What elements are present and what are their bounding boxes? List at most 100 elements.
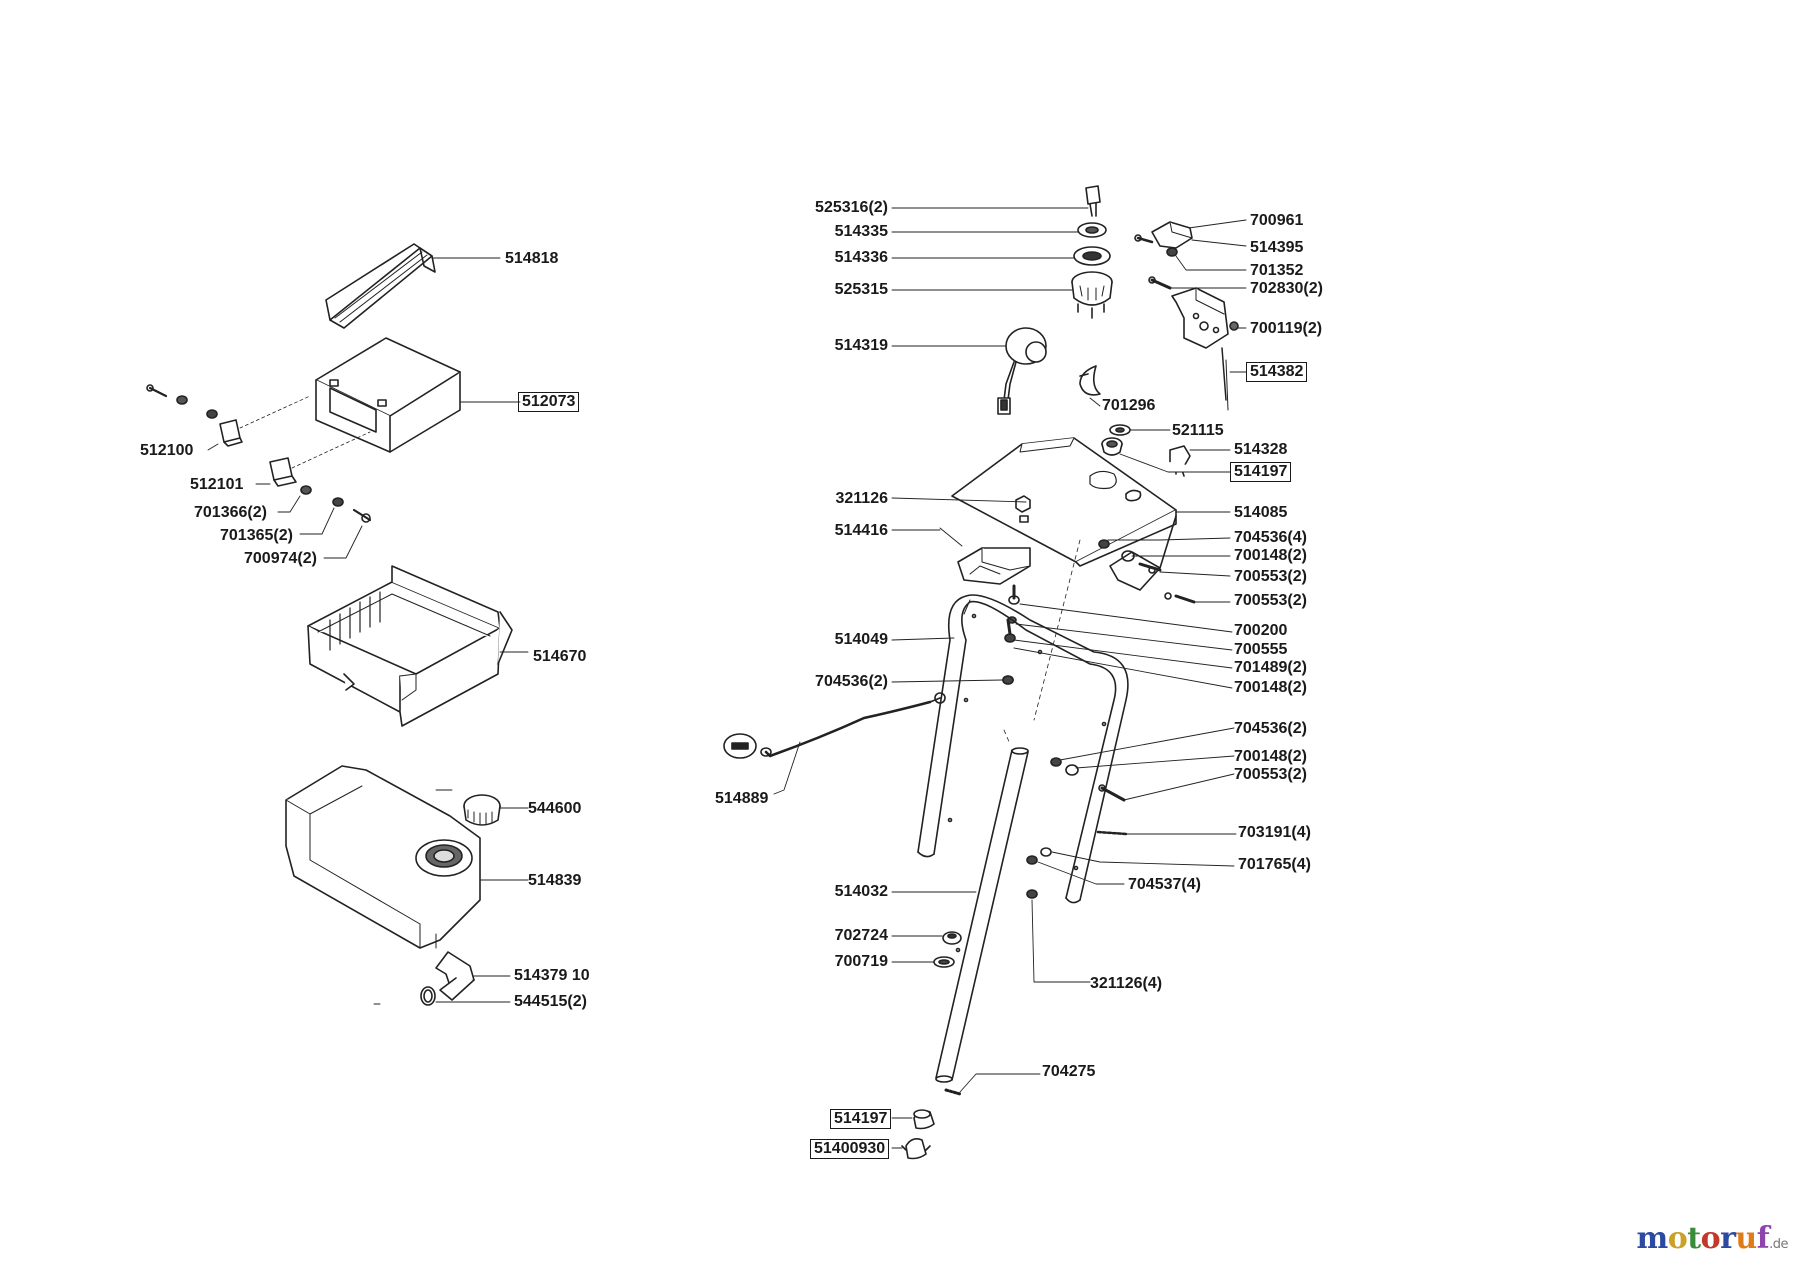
- label-514382: 514382: [1246, 362, 1308, 382]
- label-514889: 514889: [715, 790, 769, 807]
- label-51400930: 51400930: [810, 1139, 890, 1159]
- label-700555: 700555: [1234, 641, 1288, 658]
- handlebar-514049: [891, 594, 1129, 904]
- label-700553-b: 700553(2): [1234, 592, 1307, 609]
- label-514197-bottom: 514197: [830, 1109, 892, 1129]
- screw-702830: [1148, 276, 1247, 290]
- bezel-514335: [891, 222, 1107, 238]
- label-700148-b: 700148(2): [1234, 679, 1307, 696]
- label-700961: 700961: [1250, 212, 1304, 229]
- watermark-logo: motoruf.de: [1636, 1221, 1788, 1256]
- label-525315: 525315: [834, 281, 888, 298]
- label-514379: 514379 10: [514, 967, 590, 984]
- watermark-letter: o: [1700, 1221, 1721, 1256]
- cable-514382: [1221, 347, 1247, 411]
- fuel-tank-514839: [285, 765, 529, 949]
- label-525316: 525316(2): [815, 199, 888, 216]
- bracket-514416: [891, 527, 1031, 585]
- watermark-letter: o: [1667, 1221, 1688, 1256]
- label-544600: 544600: [528, 800, 582, 817]
- label-704536-4: 704536(4): [1234, 529, 1307, 546]
- battery-512073: [315, 337, 521, 453]
- label-702724: 702724: [834, 927, 888, 944]
- grommet-702724: [891, 931, 962, 945]
- label-514049: 514049: [834, 631, 888, 648]
- label-514328: 514328: [1234, 441, 1288, 458]
- label-701296: 701296: [1102, 397, 1156, 414]
- label-701765: 701765(4): [1238, 856, 1311, 873]
- hose-clamp-544515: [420, 986, 511, 1006]
- label-700974: 700974(2): [244, 550, 317, 567]
- washer-700719: [891, 956, 955, 968]
- battery-tray-514670: [307, 565, 529, 727]
- center-hardware: [891, 584, 1233, 689]
- label-703191: 703191(4): [1238, 824, 1311, 841]
- label-701365: 701365(2): [220, 527, 293, 544]
- label-704275: 704275: [1042, 1063, 1096, 1080]
- tube-514032: [891, 747, 1029, 1083]
- clamp-hardware-512101: [255, 431, 372, 559]
- label-514085: 514085: [1234, 504, 1288, 521]
- ignition-switch-525315: [891, 271, 1113, 319]
- spring-pin-704275: [944, 1073, 1041, 1096]
- screw-700119: [1229, 321, 1247, 331]
- battery-strap-514818: [325, 243, 501, 329]
- knob-514197: [891, 1109, 935, 1130]
- label-514197-top: 514197: [1230, 462, 1292, 482]
- label-514319: 514319: [834, 337, 888, 354]
- label-700148-c: 700148(2): [1234, 748, 1307, 765]
- nut-701352: [1166, 247, 1247, 271]
- label-701366: 701366(2): [194, 504, 267, 521]
- ignition-key-525316: [891, 185, 1101, 217]
- watermark-letter: u: [1735, 1221, 1757, 1256]
- lever-514395: [1151, 221, 1247, 249]
- fuel-cap-544600: [463, 794, 529, 826]
- label-700148-a: 700148(2): [1234, 547, 1307, 564]
- nut-514336: [891, 246, 1111, 266]
- watermark-domain: .de: [1769, 1237, 1788, 1252]
- watermark-letter: r: [1720, 1221, 1736, 1256]
- hour-meter-514319: [891, 327, 1047, 415]
- label-700119: 700119(2): [1250, 320, 1323, 337]
- label-514818: 514818: [505, 250, 559, 267]
- leader-lines: [373, 789, 453, 1005]
- label-701489: 701489(2): [1234, 659, 1307, 676]
- label-701352: 701352: [1250, 262, 1304, 279]
- label-514839: 514839: [528, 872, 582, 889]
- label-700553-a: 700553(2): [1234, 568, 1307, 585]
- cable-514889: [723, 692, 946, 795]
- label-514335: 514335: [834, 223, 888, 240]
- label-704536-left: 704536(2): [815, 673, 888, 690]
- label-321126-4: 321126(4): [1090, 975, 1163, 992]
- watermark-letter: f: [1756, 1221, 1770, 1256]
- washer-521115: [1109, 424, 1171, 436]
- watermark-letter: t: [1687, 1221, 1701, 1256]
- label-704536-right: 704536(2): [1234, 720, 1307, 737]
- label-514670: 514670: [533, 648, 587, 665]
- side-hardware: [1098, 537, 1231, 604]
- bushing-514328: [1101, 437, 1123, 456]
- label-700719: 700719: [834, 953, 888, 970]
- handle-hardware: [1026, 727, 1237, 983]
- watermark-letter: m: [1636, 1221, 1668, 1256]
- label-514336: 514336: [834, 249, 888, 266]
- bracket-plate: [1171, 287, 1229, 349]
- dashed-center-line: [1003, 539, 1081, 745]
- knob-51400930: [891, 1138, 931, 1160]
- clamp-hardware-512100: [146, 384, 311, 451]
- fuel-hose-514379: [435, 933, 511, 1001]
- dashboard-panel-514085: [891, 437, 1231, 591]
- nut-704536-left: [1002, 675, 1014, 685]
- label-544515: 544515(2): [514, 993, 587, 1010]
- label-512073: 512073: [518, 392, 580, 412]
- watermark-text: motoruf: [1636, 1221, 1769, 1256]
- label-704537: 704537(4): [1128, 876, 1201, 893]
- label-521115: 521115: [1172, 422, 1224, 439]
- switch-514197: [1119, 445, 1231, 477]
- label-514032: 514032: [834, 883, 888, 900]
- label-702830: 702830(2): [1250, 280, 1323, 297]
- label-512100: 512100: [140, 442, 194, 459]
- label-321126: 321126: [835, 490, 888, 507]
- label-514395: 514395: [1250, 239, 1304, 256]
